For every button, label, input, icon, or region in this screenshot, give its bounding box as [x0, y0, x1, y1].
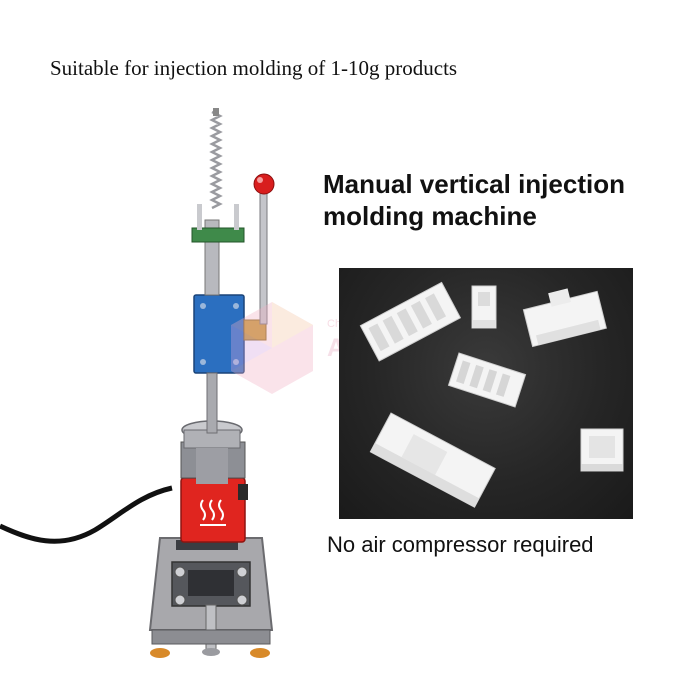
lever-knob	[253, 173, 275, 195]
product-headline: Manual vertical injection molding machin…	[323, 168, 683, 232]
injection-molding-machine	[0, 108, 275, 658]
foot-left	[150, 648, 170, 658]
foot-right	[250, 648, 270, 658]
heat-symbol-icon	[200, 499, 226, 526]
lever-arm	[259, 191, 268, 325]
headline-line-2: molding machine	[323, 201, 537, 231]
connector-part	[580, 428, 624, 472]
connector-part	[522, 288, 607, 348]
connector-part	[447, 352, 527, 408]
top-caption: Suitable for injection molding of 1-10g …	[50, 56, 458, 80]
connector-part	[359, 281, 462, 362]
connector-part	[369, 412, 496, 508]
connector-part	[471, 285, 497, 329]
power-cable	[0, 485, 173, 544]
headline-line-1: Manual vertical injection	[323, 169, 625, 199]
molded-parts	[359, 281, 624, 508]
top-plate	[191, 227, 245, 243]
clamp-screw	[205, 604, 217, 654]
connector-parts-photo	[339, 268, 633, 519]
return-spring	[209, 110, 223, 210]
footer-caption: No air compressor required	[327, 532, 594, 557]
